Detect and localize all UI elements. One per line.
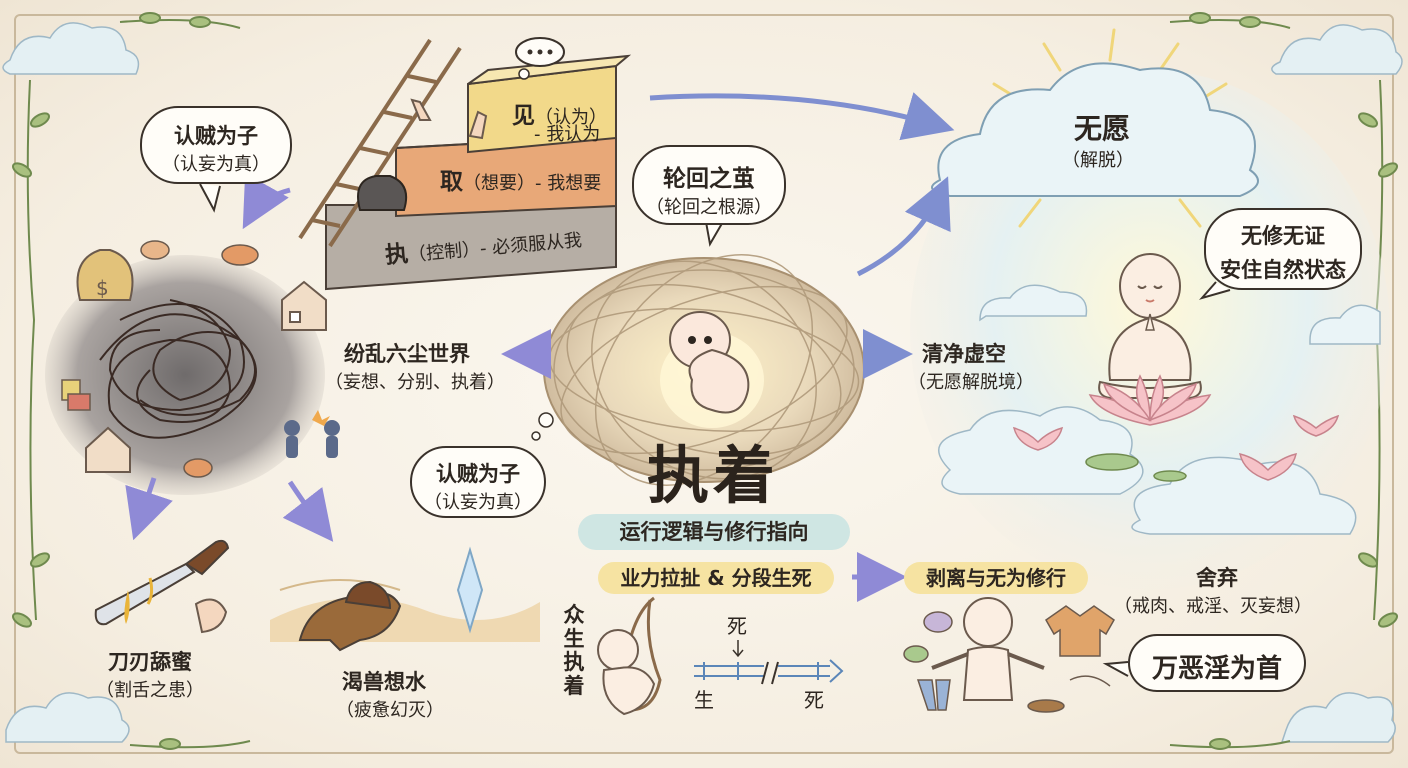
- knife-honey: [94, 539, 230, 634]
- money-sack-icon: [357, 175, 408, 211]
- bubble-title: 认贼为子: [436, 462, 520, 486]
- food-icons: [61, 240, 259, 478]
- renounce-subtitle: （戒肉、戒淫、灭妄想）: [1114, 596, 1312, 617]
- reaching-hands-icon: [410, 98, 488, 140]
- arrow-to-knife: [125, 477, 173, 541]
- speech-bubble-cocoon: 轮回之茧 （轮回之根源）: [632, 145, 786, 225]
- lily-pad: [1153, 470, 1187, 482]
- timeline-death-top: 死: [727, 614, 747, 638]
- step-take-head: 取: [440, 169, 463, 195]
- rope-child: [597, 596, 662, 716]
- money-bag-icon: $: [76, 249, 134, 301]
- fetus-baby: [660, 311, 764, 428]
- pure-title: 清净虚空: [922, 342, 1006, 366]
- renouncing-child: [931, 597, 1045, 701]
- beast-subtitle: （疲惫幻灭）: [336, 700, 444, 721]
- staircase-blocks: [325, 54, 632, 291]
- vertical-char: 生: [563, 626, 585, 651]
- nirvana-title: 无愿: [1074, 112, 1131, 145]
- arrow-to-beast: [282, 480, 334, 542]
- lotus-small: [1012, 414, 1340, 481]
- arrow-to-nirvana: [856, 176, 951, 277]
- decorative-border: [14, 14, 1394, 754]
- karma-pill: 业力拉扯 & 分段生死: [598, 562, 834, 594]
- corner-cloud-bottom-right: [1280, 692, 1396, 743]
- svg-text:$: $: [96, 276, 109, 300]
- beast-title: 渴兽想水: [342, 670, 426, 694]
- center-title: 执着: [646, 439, 779, 512]
- practice-pill: 剥离与无为修行: [904, 562, 1088, 594]
- yarn-threads: [548, 254, 860, 486]
- karma-label: 业力拉扯 & 分段生死: [620, 566, 812, 590]
- vertical-char: 众: [563, 603, 585, 627]
- cloud-lower-right: [1131, 456, 1357, 535]
- natural-line1: 无修无证: [1241, 224, 1325, 248]
- vertical-char: 着: [563, 673, 585, 698]
- step-hold-head: 执: [384, 241, 410, 269]
- step-take-text: （想要）- 我想要: [463, 173, 602, 194]
- fighting-figures-icon: [284, 410, 340, 458]
- speech-bubble-natural-state: 无修无证 安住自然状态: [1204, 208, 1362, 290]
- center-subtitle-pill: 运行逻辑与修行指向: [578, 514, 850, 550]
- step-see-text: （认为）: [535, 107, 607, 128]
- step-see-sub-text: - 我认为: [534, 124, 601, 145]
- wolf-figure: [298, 580, 402, 652]
- bubble-tail: [1102, 661, 1129, 677]
- ladder: [298, 38, 462, 248]
- bubble-tail: [705, 219, 725, 247]
- bubble-dot: [538, 412, 554, 428]
- knife-title: 刀刃舔蜜: [108, 650, 192, 674]
- thought-dots: [515, 37, 565, 80]
- cloud-small: [979, 284, 1088, 322]
- nirvana-cloud: [931, 62, 1259, 197]
- step-see: 见（认为）: [512, 96, 607, 130]
- corner-cloud-bottom-left: [5, 692, 130, 743]
- arrow-to-nirvana-top: [649, 92, 955, 141]
- speech-bubble-thief-mid: 认贼为子 （认妄为真）: [410, 446, 546, 518]
- chaos-title: 纷乱六尘世界: [344, 342, 470, 366]
- vertical-char: 执: [563, 650, 585, 675]
- cloud-small-right: [1309, 304, 1381, 345]
- chaos-subtitle: （妄想、分别、执着）: [325, 372, 505, 393]
- step-see-head: 见: [512, 103, 535, 129]
- bubble-tail: [1199, 281, 1231, 300]
- speech-bubble-thief-top: 认贼为子 （认妄为真）: [140, 106, 292, 184]
- lily-pad: [1085, 453, 1139, 471]
- cloud-lower-left: [938, 406, 1144, 495]
- bubble-subtitle: （认妄为真）: [162, 154, 270, 175]
- nirvana-subtitle: （解脱）: [1062, 150, 1134, 171]
- step-see-sub: - 我认为: [534, 120, 600, 146]
- pure-subtitle: （无愿解脱境）: [908, 372, 1034, 393]
- natural-line2: 安住自然状态: [1220, 258, 1346, 282]
- bubble-subtitle: （认妄为真）: [424, 492, 532, 513]
- corner-cloud-top-left: [2, 22, 140, 75]
- timeline-death: 死: [804, 688, 824, 712]
- corner-cloud-top-right: [1271, 24, 1403, 75]
- bubble-title: 认贼为子: [174, 124, 258, 148]
- chaos-scribble: [99, 299, 257, 439]
- lotus-main: [1088, 374, 1212, 426]
- mirage-crystal: [456, 546, 484, 634]
- discarded-clothes: [903, 605, 1115, 713]
- timeline-down-arrow: [732, 640, 744, 658]
- bubble-tail: [199, 183, 221, 213]
- lust-label: 万恶淫为首: [1151, 654, 1282, 684]
- renounce-title: 舍弃: [1196, 566, 1238, 590]
- center-subtitle: 运行逻辑与修行指向: [619, 520, 809, 544]
- speech-bubble-lust: 万恶淫为首: [1128, 634, 1306, 692]
- beings-vertical: 众生执着: [561, 603, 587, 698]
- cocoon-subtitle: （轮回之根源）: [646, 197, 772, 218]
- practice-label: 剥离与无为修行: [926, 566, 1066, 590]
- timeline-birth: 生: [694, 688, 714, 712]
- arrow-to-chaos-top: [242, 173, 291, 230]
- step-take: 取（想要）- 我想要: [440, 162, 601, 196]
- house-icon: [85, 280, 327, 473]
- knife-subtitle: （割舌之患）: [96, 680, 204, 701]
- bubble-dot: [531, 431, 541, 441]
- life-timeline: [694, 659, 844, 685]
- cocoon-title: 轮回之茧: [663, 166, 755, 192]
